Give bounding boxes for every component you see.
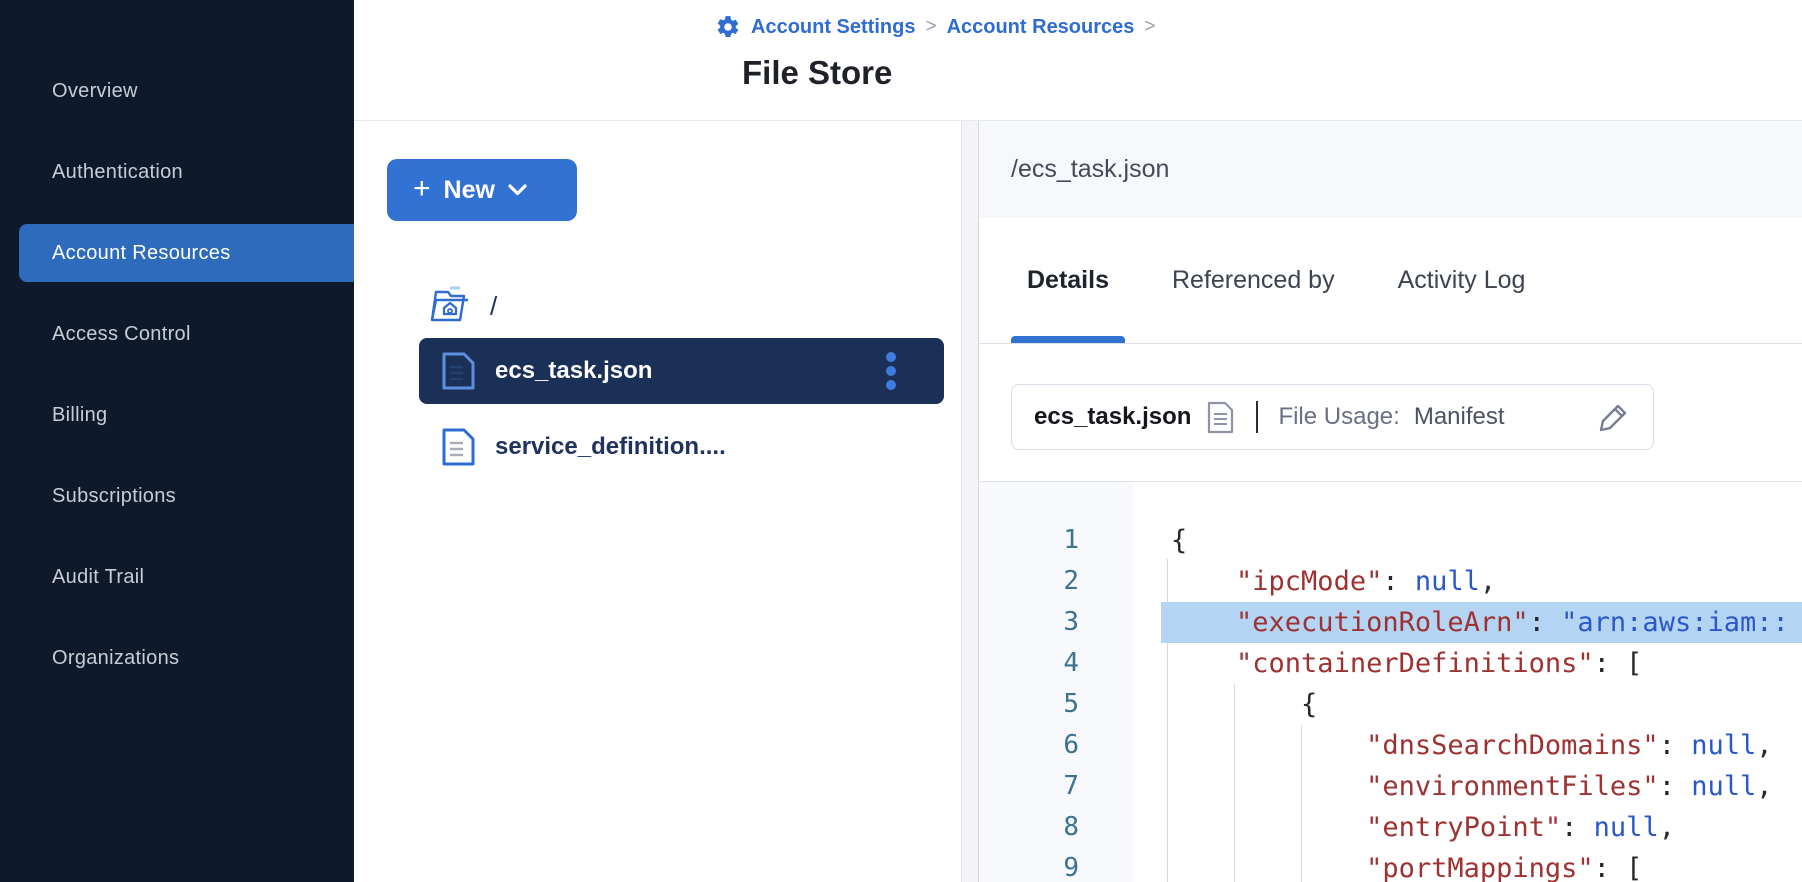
breadcrumb-separator: > bbox=[925, 16, 937, 37]
plus-icon: + bbox=[413, 171, 431, 205]
chevron-down-icon bbox=[508, 184, 527, 196]
code-text: "portMappings": [ bbox=[1366, 853, 1643, 882]
sidebar-item-organizations[interactable]: Organizations bbox=[52, 646, 180, 669]
file-details-panel: /ecs_task.json Details Referenced by Activ… bbox=[978, 121, 1802, 882]
code-line-3[interactable]: 3 "executionRoleArn": "arn:aws:iam:: bbox=[979, 602, 1802, 643]
home-folder-icon bbox=[430, 286, 468, 322]
code-text: "containerDefinitions": [ bbox=[1236, 648, 1643, 679]
code-text: "executionRoleArn": "arn:aws:iam:: bbox=[1236, 607, 1789, 638]
card-file-name: ecs_task.json bbox=[1034, 403, 1192, 430]
vertical-divider bbox=[1256, 401, 1259, 433]
line-number: 8 bbox=[1063, 812, 1079, 842]
active-tab-underline bbox=[1011, 336, 1125, 343]
code-line-6[interactable]: 6 "dnsSearchDomains": null, bbox=[979, 725, 1802, 766]
panel-divider[interactable] bbox=[961, 121, 978, 882]
code-text: "entryPoint": null, bbox=[1366, 812, 1675, 843]
code-line-5[interactable]: 5 { bbox=[979, 684, 1802, 725]
line-number: 4 bbox=[1063, 648, 1079, 678]
file-tree-panel: + New / bbox=[354, 121, 961, 882]
line-number: 7 bbox=[1063, 771, 1079, 801]
sidebar-item-billing[interactable]: Billing bbox=[52, 403, 108, 426]
line-number: 6 bbox=[1063, 730, 1079, 760]
sidebar-item-access-control[interactable]: Access Control bbox=[52, 322, 191, 345]
document-icon bbox=[1207, 401, 1234, 434]
code-text: "dnsSearchDomains": null, bbox=[1366, 730, 1773, 761]
edit-pencil-icon[interactable] bbox=[1597, 400, 1631, 434]
code-text: { bbox=[1171, 525, 1188, 556]
code-text: "ipcMode": null, bbox=[1236, 566, 1497, 597]
gear-icon bbox=[717, 16, 739, 37]
sidebar-item-overview[interactable]: Overview bbox=[52, 79, 138, 102]
code-line-4[interactable]: 4 "containerDefinitions": [ bbox=[979, 643, 1802, 684]
line-number-gutter bbox=[979, 482, 1133, 882]
sidebar-item-authentication[interactable]: Authentication bbox=[52, 160, 183, 183]
line-number: 1 bbox=[1063, 525, 1079, 555]
new-button-label: New bbox=[443, 175, 495, 204]
indent-guides bbox=[979, 482, 1802, 882]
sidebar-item-audit-trail[interactable]: Audit Trail bbox=[52, 565, 145, 588]
tab-activity-log[interactable]: Activity Log bbox=[1397, 266, 1526, 294]
breadcrumb-separator: > bbox=[1144, 16, 1156, 37]
tree-root-folder[interactable]: / bbox=[426, 286, 497, 326]
file-row[interactable]: service_definition.... bbox=[419, 414, 944, 480]
code-text: { bbox=[1171, 689, 1318, 720]
code-line-9[interactable]: 9 "portMappings": [ bbox=[979, 848, 1802, 882]
file-icon bbox=[442, 428, 475, 466]
code-line-8[interactable]: 8 "entryPoint": null, bbox=[979, 807, 1802, 848]
file-info-card: ecs_task.json File Usage: Manifest bbox=[1011, 384, 1654, 450]
sidebar-item-account-resources[interactable]: Account Resources bbox=[19, 224, 354, 282]
code-line-7[interactable]: 7 "environmentFiles": null, bbox=[979, 766, 1802, 807]
tab-details[interactable]: Details bbox=[1011, 218, 1125, 343]
highlighted-line-background bbox=[1161, 602, 1802, 643]
code-line-2[interactable]: 2 "ipcMode": null, bbox=[979, 561, 1802, 602]
new-button[interactable]: + New bbox=[387, 159, 577, 221]
breadcrumb-link-account-settings[interactable]: Account Settings bbox=[751, 15, 916, 38]
kebab-menu-icon[interactable] bbox=[882, 348, 900, 394]
tree-root-label: / bbox=[490, 290, 498, 321]
page-header: Account Settings > Account Resources > File… bbox=[354, 0, 1802, 121]
line-number: 3 bbox=[1063, 607, 1079, 637]
code-lines: 1{2 "ipcMode": null,3 "executionRoleArn"… bbox=[979, 520, 1802, 882]
file-name: ecs_task.json bbox=[495, 357, 653, 384]
sidebar-item-subscriptions[interactable]: Subscriptions bbox=[52, 484, 176, 507]
file-row-selected[interactable]: ecs_task.json bbox=[419, 338, 944, 404]
file-usage-value: Manifest bbox=[1413, 403, 1505, 430]
file-name: service_definition.... bbox=[495, 433, 726, 460]
line-number: 2 bbox=[1063, 566, 1079, 596]
line-number: 9 bbox=[1063, 853, 1079, 882]
code-line-1[interactable]: 1{ bbox=[979, 520, 1802, 561]
tab-referenced-by[interactable]: Referenced by bbox=[1171, 266, 1335, 294]
file-icon bbox=[442, 352, 475, 390]
page-title: File Store bbox=[742, 54, 893, 91]
file-usage-label: File Usage: bbox=[1278, 403, 1400, 430]
code-editor[interactable]: 1{2 "ipcMode": null,3 "executionRoleArn"… bbox=[979, 481, 1802, 882]
line-number: 5 bbox=[1063, 689, 1079, 719]
tab-bar: Details Referenced by Activity Log bbox=[979, 218, 1802, 344]
breadcrumb: Account Settings > Account Resources > bbox=[715, 14, 1156, 40]
code-text: "environmentFiles": null, bbox=[1366, 771, 1773, 802]
breadcrumb-link-account-resources[interactable]: Account Resources bbox=[946, 15, 1135, 38]
file-path-bar: /ecs_task.json bbox=[979, 121, 1802, 219]
file-path: /ecs_task.json bbox=[1011, 155, 1170, 183]
